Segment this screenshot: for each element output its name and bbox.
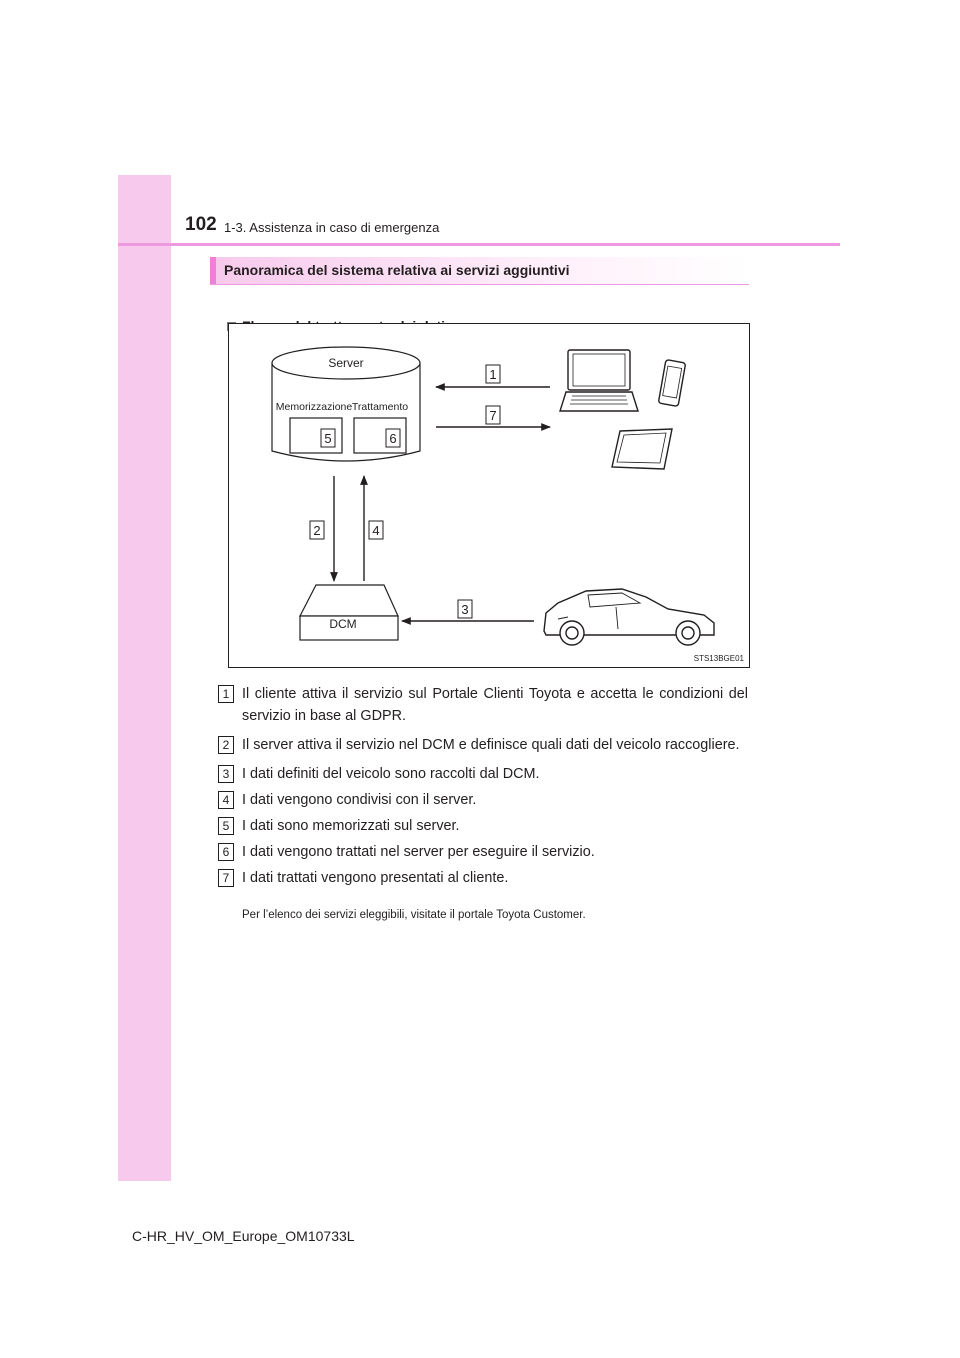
step-item: 7 I dati trattati vengono presentati al c… (218, 867, 748, 889)
marker-7: 7 (486, 406, 500, 424)
step-text-2: Il server attiva il servizio nel DCM e d… (242, 737, 740, 753)
step-text-3: I dati definiti del veicolo sono raccolt… (242, 766, 540, 782)
laptop-icon (560, 350, 638, 411)
step-item: 4 I dati vengono condivisi con il server. (218, 789, 748, 811)
svg-text:2: 2 (313, 523, 320, 538)
step-text-5: I dati sono memorizzati sul server. (242, 818, 460, 834)
note-text: Per l’elenco dei servizi eleggibili, vis… (242, 909, 586, 921)
step-number-5: 5 (218, 817, 234, 835)
step-list: 1 Il cliente attiva il servizio sul Porta… (218, 683, 748, 889)
step-text-1: Il cliente attiva il servizio sul Portal… (242, 686, 748, 724)
marker-3: 3 (458, 600, 472, 618)
marker-6: 6 (386, 429, 400, 447)
side-margin-band (118, 175, 171, 1181)
step-item: 5 I dati sono memorizzati sul server. (218, 815, 748, 837)
section-title: Panoramica del sistema relativa ai servi… (224, 262, 570, 278)
marker-1: 1 (486, 365, 500, 383)
dcm-unit (300, 585, 398, 640)
step-number-6: 6 (218, 843, 234, 861)
dcm-label: DCM (329, 617, 356, 631)
image-code: STS13BGE01 (694, 654, 745, 663)
svg-text:4: 4 (372, 523, 379, 538)
step-text-6: I dati vengono trattati nel server per e… (242, 844, 595, 860)
step-item: 2 Il server attiva il servizio nel DCM e … (218, 734, 748, 756)
storage-label: Memorizzazione (276, 401, 353, 413)
header-rule (118, 243, 840, 246)
svg-text:3: 3 (461, 602, 468, 617)
step-text-4: I dati vengono condivisi con il server. (242, 792, 476, 808)
footer-doc-code: C-HR_HV_OM_Europe_OM10733L (132, 1228, 355, 1244)
step-item: 1 Il cliente attiva il servizio sul Porta… (218, 683, 748, 727)
step-number-7: 7 (218, 869, 234, 887)
marker-2: 2 (310, 521, 324, 539)
step-item: 6 I dati vengono trattati nel server per … (218, 841, 748, 863)
step-number-2: 2 (218, 736, 234, 754)
svg-text:7: 7 (489, 408, 496, 423)
step-item: 3 I dati definiti del veicolo sono raccol… (218, 763, 748, 785)
tablet-icon (612, 429, 672, 469)
page-number: 102 (185, 214, 217, 236)
svg-text:6: 6 (389, 431, 396, 446)
step-number-1: 1 (218, 685, 234, 703)
step-number-4: 4 (218, 791, 234, 809)
section-heading-bar: Panoramica del sistema relativa ai servi… (210, 257, 749, 285)
data-flow-diagram: Server Memorizzazione Trattamento 5 6 1 … (228, 323, 750, 668)
marker-5: 5 (321, 429, 335, 447)
svg-text:5: 5 (324, 431, 331, 446)
processing-label: Trattamento (352, 401, 408, 413)
svg-text:1: 1 (489, 367, 496, 382)
marker-4: 4 (369, 521, 383, 539)
section-accent (210, 257, 216, 284)
step-text-7: I dati trattati vengono presentati al cl… (242, 870, 508, 886)
step-number-3: 3 (218, 765, 234, 783)
server-label: Server (328, 356, 363, 370)
breadcrumb: 1-3. Assistenza in caso di emergenza (224, 220, 439, 235)
